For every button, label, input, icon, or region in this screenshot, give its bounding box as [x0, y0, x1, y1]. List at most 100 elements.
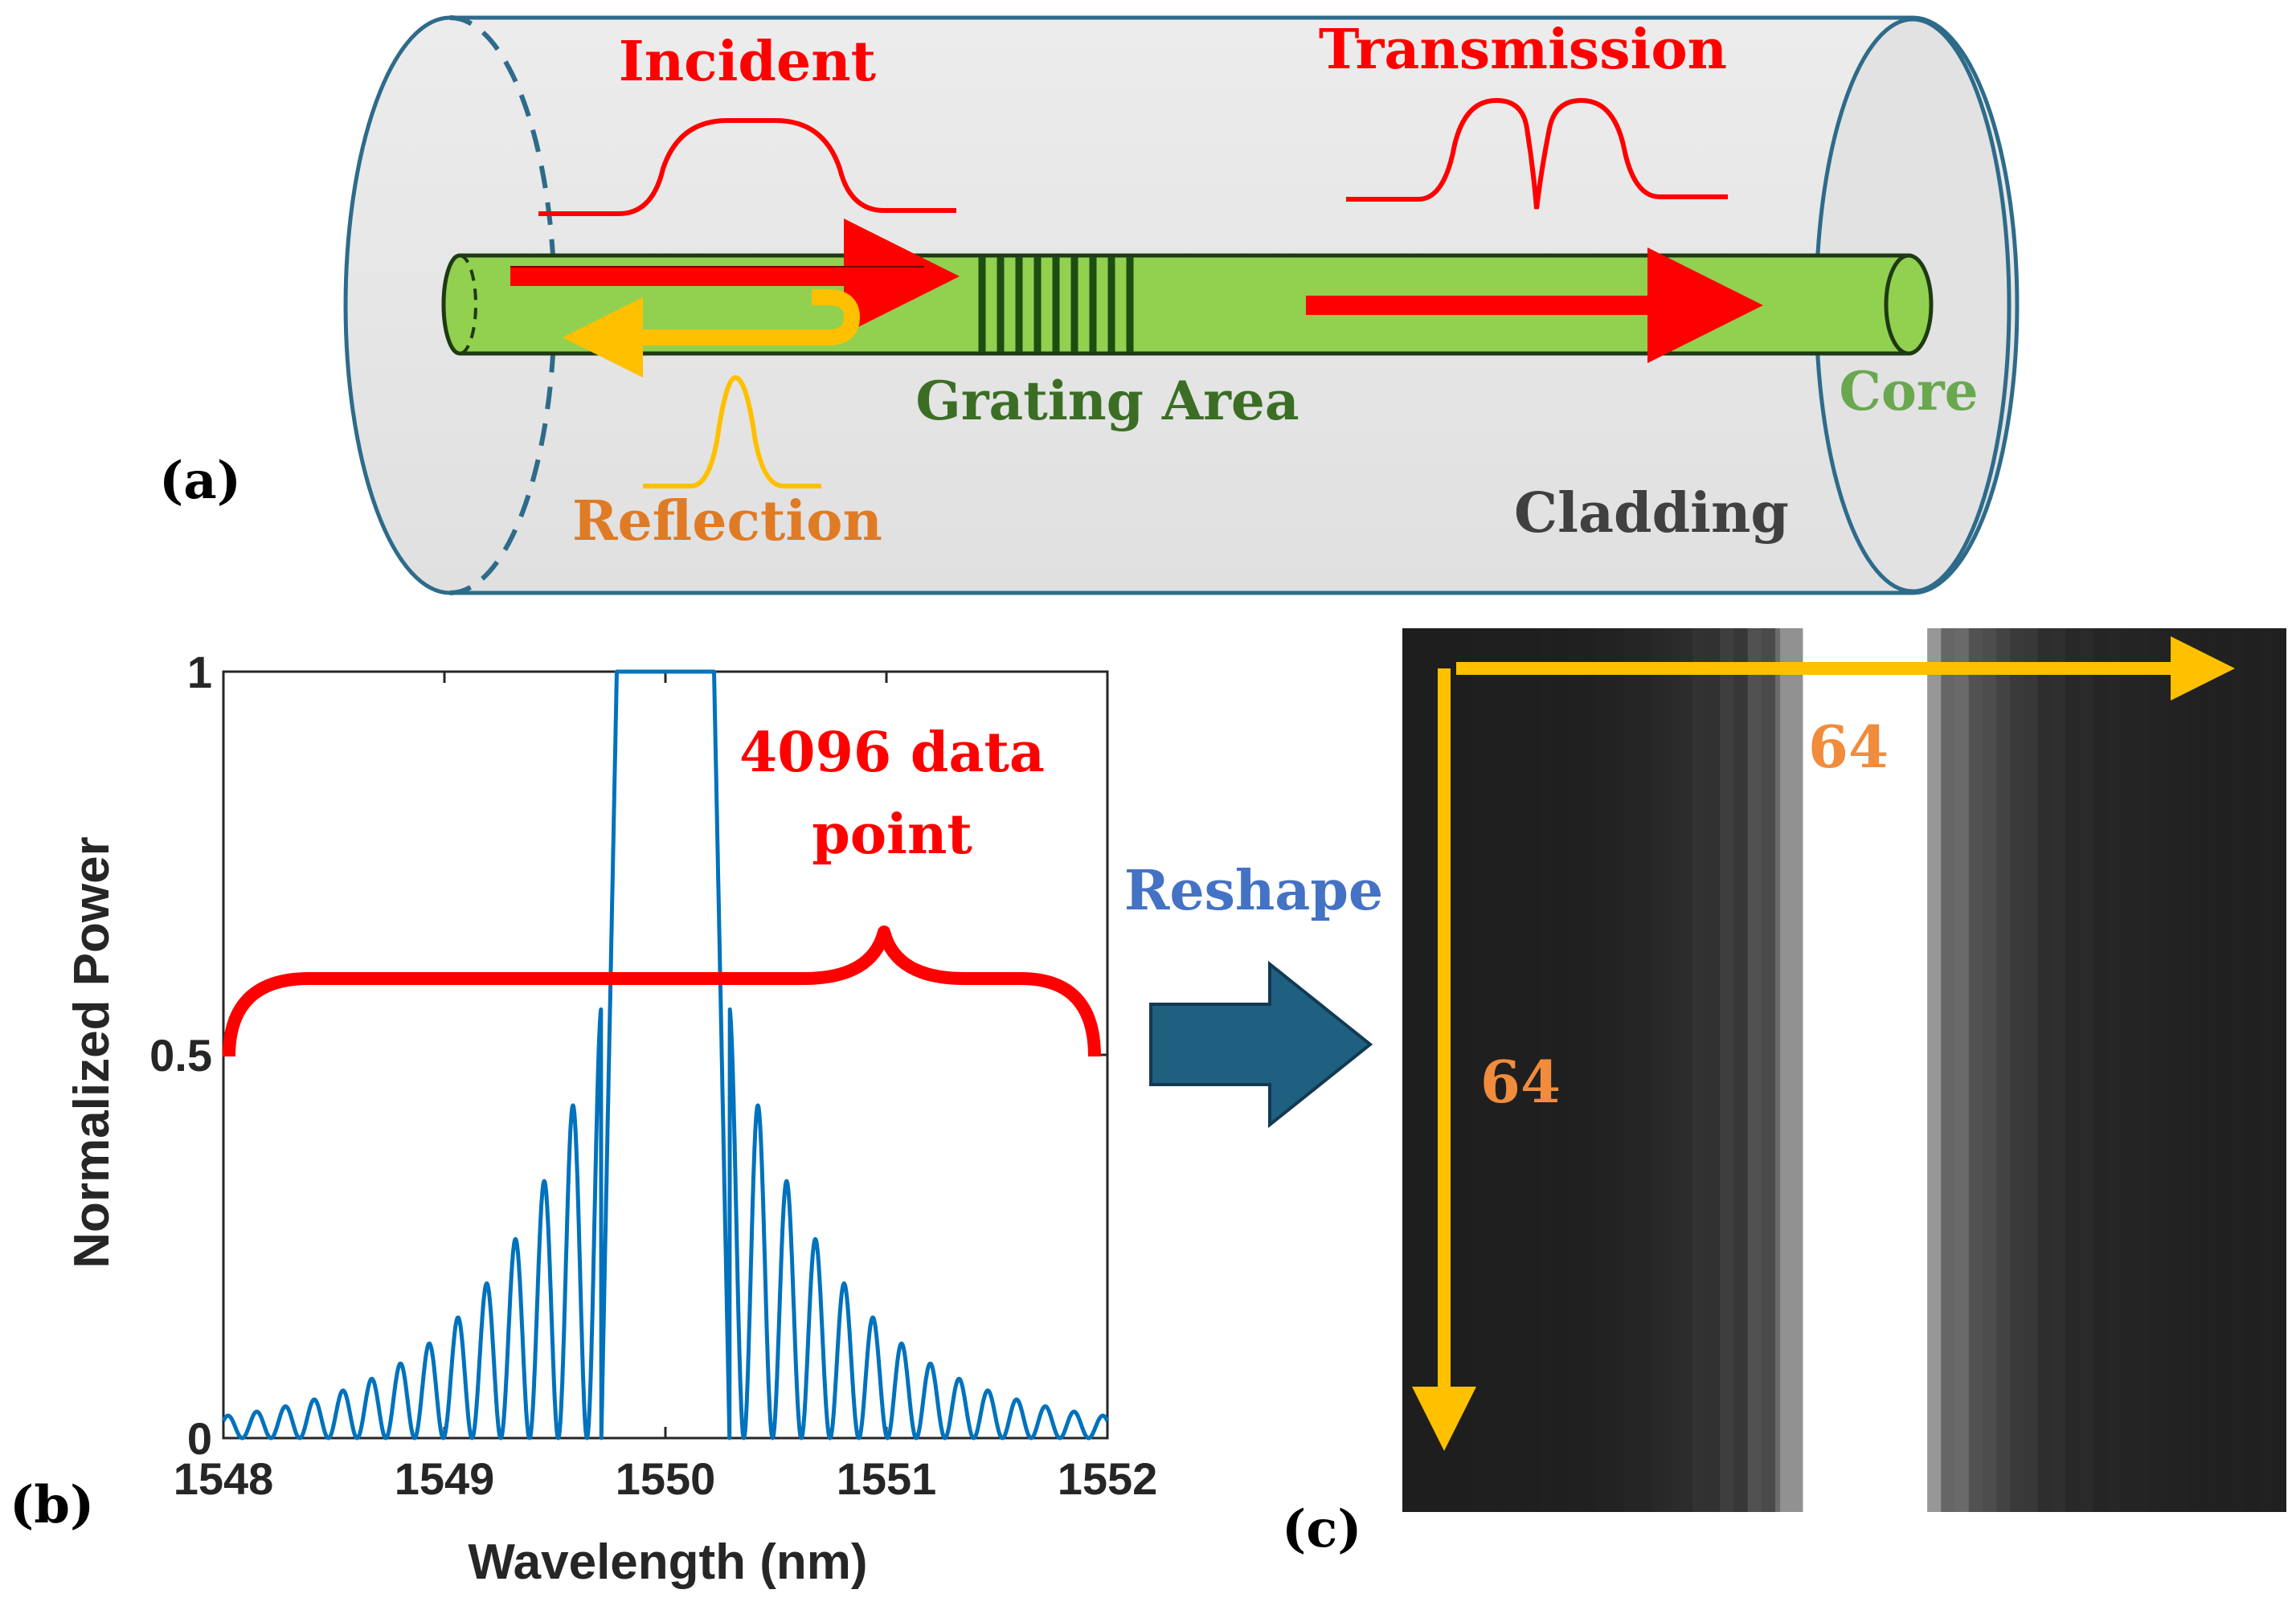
- image-column: [1526, 628, 1541, 1512]
- panel-a-label: (a): [159, 451, 241, 511]
- x-tick-label: 1548: [174, 1453, 274, 1504]
- grating-area-label: Grating Area: [915, 370, 1299, 432]
- annotation-line1: 4096 data: [739, 721, 1045, 785]
- image-column: [2231, 628, 2246, 1512]
- image-column: [1830, 628, 1845, 1512]
- plot-frame: [222, 670, 1109, 1440]
- image-column: [1899, 628, 1914, 1512]
- image-column: [2272, 628, 2286, 1512]
- x-tick-label: 1551: [837, 1453, 937, 1504]
- transmission-label: Transmission: [1319, 18, 1727, 82]
- image-column: [1761, 628, 1776, 1512]
- image-column: [1803, 628, 1818, 1512]
- image-column: [2148, 628, 2163, 1512]
- panel-c-reshaped-image: 64 64 (c): [1282, 628, 2286, 1559]
- image-column: [1858, 628, 1872, 1512]
- image-column: [1941, 628, 1956, 1512]
- transmission-spectrum: [1346, 97, 1728, 210]
- core-left-end-hidden: [459, 254, 477, 355]
- data-brace: [223, 926, 1101, 1057]
- image-column: [1609, 628, 1624, 1512]
- core-label: Core: [1839, 360, 1978, 423]
- cladding-label: Cladding: [1514, 481, 1789, 546]
- x-tick-label: 1550: [616, 1453, 716, 1504]
- x-tick-label: 1552: [1058, 1453, 1158, 1504]
- image-column: [2093, 628, 2108, 1512]
- image-column: [1568, 628, 1583, 1512]
- image-column: [1927, 628, 1942, 1512]
- image-column: [1954, 628, 1970, 1512]
- image-column: [1775, 628, 1790, 1512]
- image-column: [1623, 628, 1638, 1512]
- image-column: [2024, 628, 2039, 1512]
- height-label: 64: [1480, 1048, 1561, 1116]
- image-column: [2037, 628, 2052, 1512]
- panel-c-label: (c): [1282, 1499, 1362, 1559]
- image-highlight: [1780, 628, 1804, 1512]
- image-column: [1816, 628, 1831, 1512]
- image-column: [1416, 628, 1430, 1512]
- image-column: [2051, 628, 2066, 1512]
- image-column: [1996, 628, 2011, 1512]
- image-column: [2217, 628, 2232, 1512]
- image-column: [1402, 628, 1417, 1512]
- x-axis-label: Wavelength (nm): [468, 1534, 867, 1590]
- image-column: [1982, 628, 1997, 1512]
- image-column: [2079, 628, 2093, 1512]
- image-stripes: [1402, 628, 2286, 1512]
- image-column: [1664, 628, 1680, 1512]
- image-column: [1706, 628, 1721, 1512]
- image-column: [2106, 628, 2122, 1512]
- image-column: [1968, 628, 1983, 1512]
- image-column: [2065, 628, 2080, 1512]
- incident-spectrum: [538, 118, 956, 216]
- spectrum-line: [221, 669, 1110, 1440]
- image-column: [1582, 628, 1597, 1512]
- image-column: [1485, 628, 1500, 1512]
- image-column: [2120, 628, 2135, 1512]
- image-column: [2245, 628, 2260, 1512]
- image-column: [2134, 628, 2149, 1512]
- image-column: [1678, 628, 1693, 1512]
- core-end-face: [1884, 253, 1934, 356]
- y-tick-label: 0.5: [149, 1030, 212, 1081]
- y-axis-label: Normalized Power: [64, 836, 120, 1268]
- image-column: [1637, 628, 1651, 1512]
- reflection-spectrum: [643, 374, 821, 488]
- y-tick-label: 0: [187, 1413, 212, 1464]
- image-column: [1872, 628, 1887, 1512]
- width-label: 64: [1808, 713, 1889, 781]
- image-column: [1885, 628, 1901, 1512]
- image-column: [1595, 628, 1610, 1512]
- reshape-label: Reshape: [1124, 859, 1383, 923]
- grating-lines: [978, 257, 1134, 352]
- image-column: [1457, 628, 1472, 1512]
- x-tick-label: 1549: [395, 1453, 495, 1504]
- image-column: [2189, 628, 2204, 1512]
- image-column: [2175, 628, 2191, 1512]
- annotation-line2: point: [812, 803, 972, 867]
- image-column: [1540, 628, 1555, 1512]
- image-column: [2258, 628, 2273, 1512]
- reshape-arrow: [1149, 960, 1373, 1129]
- reflection-arrow: [563, 289, 861, 378]
- image-column: [1499, 628, 1514, 1512]
- image-column: [1554, 628, 1569, 1512]
- image-column: [2203, 628, 2218, 1512]
- image-column: [1720, 628, 1735, 1512]
- panel-b-label: (b): [10, 1475, 94, 1535]
- image-column: [1692, 628, 1707, 1512]
- image-column: [1512, 628, 1528, 1512]
- image-column: [1733, 628, 1749, 1512]
- image-column: [2010, 628, 2025, 1512]
- image-column: [1844, 628, 1859, 1512]
- image-column: [2162, 628, 2177, 1512]
- reflection-label: Reflection: [572, 489, 882, 554]
- image-column: [1789, 628, 1804, 1512]
- panel-a-fiber-diagram: Incident Transmission Grating Area Core …: [159, 15, 2020, 595]
- image-column: [1913, 628, 1928, 1512]
- image-column: [1471, 628, 1486, 1512]
